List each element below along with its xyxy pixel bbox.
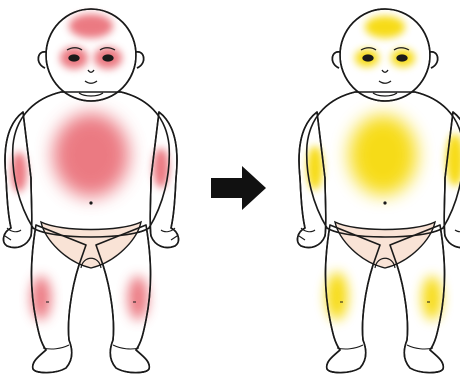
navel <box>89 201 92 204</box>
eye-left <box>363 55 373 61</box>
eye-right <box>397 55 407 61</box>
baby-before <box>4 9 179 373</box>
patch-chest <box>349 115 417 195</box>
patch-right-leg <box>128 276 148 320</box>
navel <box>383 201 386 204</box>
right-arrow-icon <box>211 166 266 210</box>
eye-right <box>103 55 113 61</box>
patch-chest <box>53 113 129 197</box>
patch-forehead <box>69 14 113 38</box>
patch-forehead <box>365 16 405 38</box>
patch-right-leg <box>422 276 442 320</box>
baby-after <box>298 9 460 373</box>
eye-left <box>69 55 79 61</box>
